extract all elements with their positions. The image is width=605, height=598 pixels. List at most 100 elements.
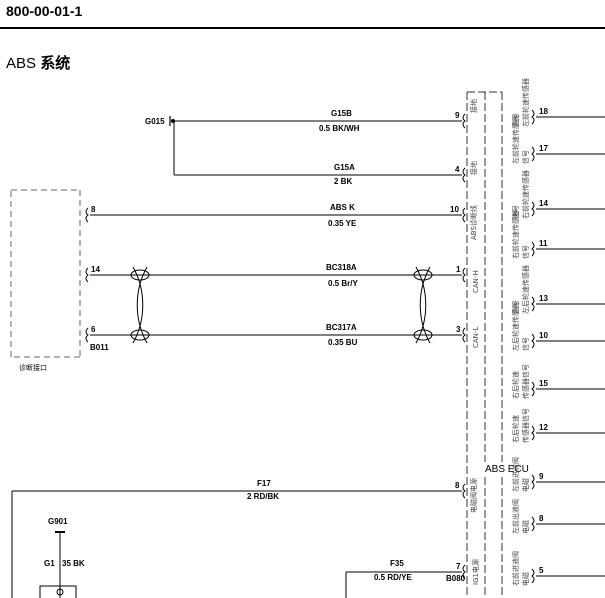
right-pin-func1-17: 左前轮速传感器 <box>511 115 520 164</box>
right-pin-func2-5: 电磁 <box>521 572 530 586</box>
right-pin-number-13: 13 <box>539 294 548 303</box>
diag-connector-outline <box>10 189 81 358</box>
right-pin-func1-14: 信号 <box>511 205 520 219</box>
right-pin-number-12: 12 <box>539 423 548 432</box>
document-id: 800-00-01-1 <box>6 3 83 19</box>
right-pin-hook-18 <box>531 109 535 125</box>
ecu-hook-10 <box>462 207 466 223</box>
right-pin-hook-10 <box>531 333 535 349</box>
right-pin-func2-10: 信号 <box>521 337 530 351</box>
right-pin-func1-9: 左前进液阀 <box>511 457 520 492</box>
right-pin-func2-13: 左后轮速传感器 <box>521 265 530 314</box>
right-pin-func1-10: 左后轮速传感器 <box>511 302 520 351</box>
ecu-func-4: 接地 <box>469 161 478 175</box>
ground-low-spec: 35 BK <box>62 559 85 568</box>
right-pin-number-10: 10 <box>539 331 548 340</box>
ecu-func-9: 接地 <box>469 99 478 113</box>
ground-low-wire: G1 <box>44 559 55 568</box>
ecu-func-7: IG1电源 <box>471 559 480 585</box>
ecu-func-10: ABS诊断线 <box>469 205 478 240</box>
twisted-pair-left-top <box>130 269 150 281</box>
right-pin-number-8: 8 <box>539 514 544 523</box>
right-pin-func2-14: 右前轮速传感器 <box>521 170 530 219</box>
diag-hook-8 <box>85 207 89 223</box>
ecu-hook-8 <box>462 483 466 499</box>
right-pin-func1-13: 信号 <box>511 300 520 314</box>
right-pin-number-17: 17 <box>539 144 548 153</box>
wire-spec-absk: 0.35 YE <box>328 219 357 228</box>
wire-circuit-bc317a: BC317A <box>326 323 357 332</box>
wire-circuit-f35: F35 <box>390 559 404 568</box>
ecu-hook-4 <box>462 167 466 183</box>
wire-spec-g15b: 0.5 BK/WH <box>319 124 360 133</box>
right-pin-hook-14 <box>531 201 535 217</box>
right-pin-func1-11: 右前轮速传感器 <box>511 210 520 259</box>
ecu-label-bg <box>484 462 528 475</box>
ground-low-component <box>39 585 77 598</box>
ecu-pin-1: 1 <box>456 265 461 274</box>
section-title-prefix: ABS <box>6 55 37 72</box>
right-pin-hook-11 <box>531 241 535 257</box>
right-pin-func1-18: 信号 <box>511 113 520 127</box>
right-pin-func2-12: 传感器信号 <box>521 408 530 443</box>
wire-circuit-f17: F17 <box>257 479 271 488</box>
right-pin-func1-8: 左前出液阀 <box>511 499 520 534</box>
right-pin-func2-8: 电磁 <box>521 520 530 534</box>
wire-spec-f17: 2 RD/BK <box>247 492 279 501</box>
ecu-hook-7 <box>462 564 466 580</box>
diag-connector-id: B011 <box>90 343 109 352</box>
right-pin-hook-15 <box>531 381 535 397</box>
right-pin-number-18: 18 <box>539 107 548 116</box>
diag-pin-14: 14 <box>91 265 100 274</box>
right-pin-number-14: 14 <box>539 199 548 208</box>
right-pin-hook-5 <box>531 568 535 584</box>
right-pin-func1-12: 右后轮速 <box>511 415 520 443</box>
twisted-pair-left-bottom <box>130 329 150 341</box>
ecu-func-3: CAN-L <box>472 327 480 348</box>
right-pin-func2-15: 传感器信号 <box>521 364 530 399</box>
ecu-func-1: CAN-H <box>472 270 480 293</box>
ecu-label: ABS ECU <box>485 464 529 475</box>
right-pin-func1-5: 右前进液阀 <box>511 551 520 586</box>
right-pin-hook-8 <box>531 516 535 532</box>
ecu-pin-8: 8 <box>455 481 460 490</box>
wire-circuit-g15b: G15B <box>331 109 352 118</box>
diag-connector-label: 诊断接口 <box>19 363 47 372</box>
ecu-func-8: 电磁阀电源 <box>469 478 478 513</box>
ecu-pin-9: 9 <box>455 111 460 120</box>
ecu-hook-9 <box>462 113 466 129</box>
ground-low-node <box>56 588 64 596</box>
twisted-pair-right <box>415 266 431 344</box>
twisted-pair-right-top <box>413 269 433 281</box>
ecu-hook-1 <box>462 267 466 283</box>
right-pin-hook-17 <box>531 146 535 162</box>
ecu-pin-7: 7 <box>456 562 461 571</box>
right-pin-number-5: 5 <box>539 566 544 575</box>
right-pin-hook-9 <box>531 474 535 490</box>
right-pin-func2-18: 左前轮速传感器 <box>521 78 530 127</box>
right-pin-number-11: 11 <box>539 239 548 248</box>
ground-low-label: G901 <box>48 517 68 526</box>
twisted-pair-right-bottom <box>413 329 433 341</box>
wire-spec-bc318a: 0.5 Br/Y <box>328 279 358 288</box>
ground-top-label: G015 <box>145 117 165 126</box>
wire-spec-g15a: 2 BK <box>334 177 352 186</box>
right-pin-hook-12 <box>531 425 535 441</box>
ecu-pin-10: 10 <box>450 205 459 214</box>
right-pin-func1-15: 右后轮速 <box>511 371 520 399</box>
wire-circuit-bc318a: BC318A <box>326 263 357 272</box>
diag-hook-6 <box>85 327 89 343</box>
wire-spec-f35: 0.5 RD/YE <box>374 573 412 582</box>
ecu-pin-4: 4 <box>455 165 460 174</box>
right-pin-number-15: 15 <box>539 379 548 388</box>
diag-pin-6: 6 <box>91 325 96 334</box>
section-title: ABS 系统 <box>6 52 70 73</box>
right-pin-func2-11: 信号 <box>521 245 530 259</box>
ecu-connector-id: B080 <box>446 574 466 583</box>
header-rule <box>0 27 605 29</box>
ecu-pin-3: 3 <box>456 325 461 334</box>
twisted-pair-left <box>132 266 148 344</box>
diag-hook-14 <box>85 267 89 283</box>
section-title-cn: 系统 <box>40 55 71 72</box>
